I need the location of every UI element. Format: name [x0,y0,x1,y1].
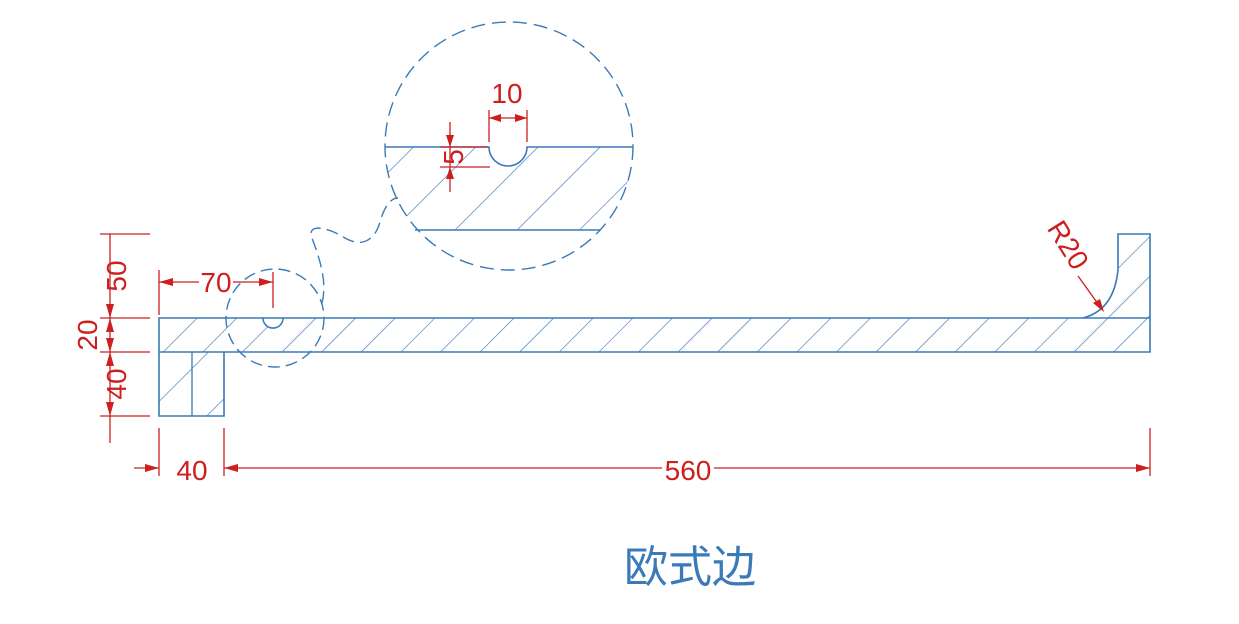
magnified-groove [385,146,633,167]
dim-detail-width: 10 [491,78,522,109]
dim-width-560: 560 [665,455,712,486]
dim-radius: R20 [1041,215,1095,275]
right-lip-body [1083,234,1150,318]
dim-detail-depth: 5 [438,149,469,165]
magnified-detail [384,21,634,271]
profile-section [158,233,1151,417]
detail-callout-circle [225,268,325,368]
dim-height-top: 50 [101,260,132,291]
magnified-circle [384,21,634,271]
dimensions [100,110,1151,476]
dim-height-bottom: 40 [101,368,132,399]
dim-offset-70: 70 [200,267,231,298]
detail-leader-curve [310,197,399,304]
dim-height-mid: 20 [72,319,103,350]
drawing-title: 欧式边 [624,542,756,593]
slab-body [159,318,1150,352]
dim-width-40: 40 [176,455,207,486]
groove [262,317,284,329]
